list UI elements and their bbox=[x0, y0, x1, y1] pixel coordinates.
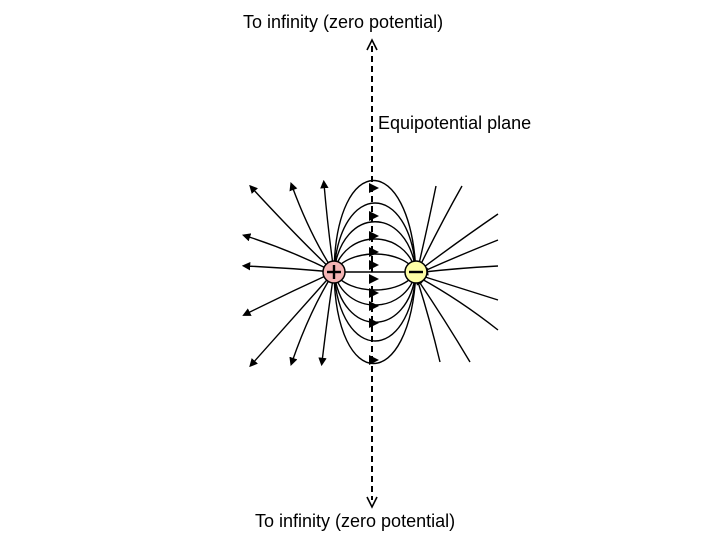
equipotential-plane bbox=[366, 38, 378, 509]
bottom-infinity-label: To infinity (zero potential) bbox=[255, 511, 456, 531]
positive-charge bbox=[322, 260, 346, 284]
top-infinity-label: To infinity (zero potential) bbox=[243, 12, 444, 32]
plane-crossing-arrows bbox=[369, 183, 379, 365]
negative-charge bbox=[404, 260, 428, 284]
equipotential-plane-label: Equipotential plane bbox=[378, 113, 532, 133]
